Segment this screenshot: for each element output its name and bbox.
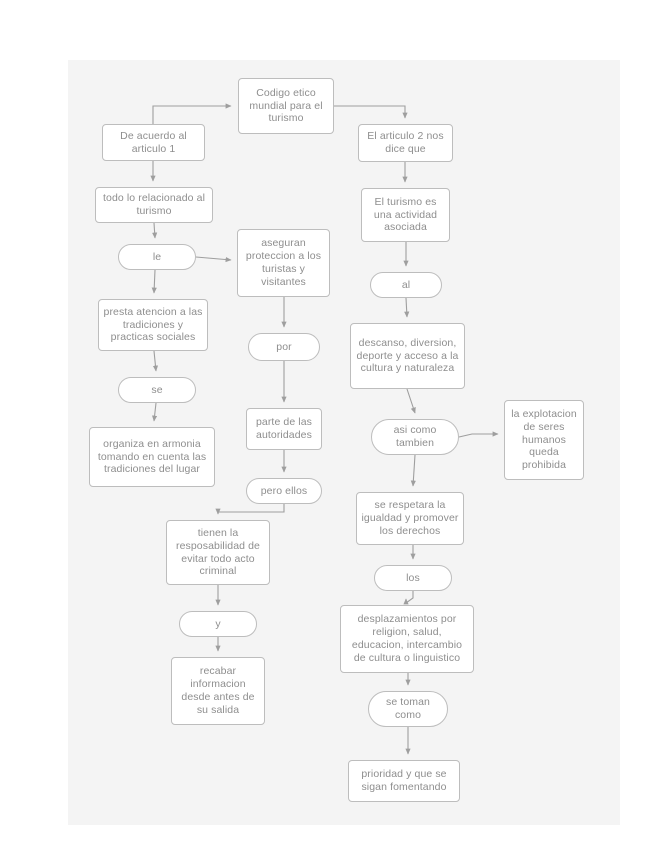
connector-le-to-presta [151, 269, 157, 294]
node-label: se toman como [386, 696, 430, 721]
connector-le-to-aseguran [195, 256, 232, 263]
node-n21[interactable]: y [179, 611, 257, 637]
connector-todo-to-le [152, 222, 158, 239]
node-label: descanso, diversion, deporte y acceso a … [356, 336, 459, 375]
node-n22[interactable]: desplazamientos por religion, salud, edu… [340, 605, 474, 673]
node-n23[interactable]: recabar informacion desde antes de su sa… [171, 657, 265, 725]
node-label: asi como tambien [393, 424, 437, 449]
node-label: pero ellos [260, 484, 308, 497]
node-label: recabar informacion desde antes de su sa… [181, 665, 255, 716]
node-n16[interactable]: organiza en armonia tomando en cuenta la… [89, 427, 215, 487]
node-label: la explotacion de seres humanos queda pr… [511, 408, 577, 472]
node-label: organiza en armonia tomando en cuenta la… [97, 437, 207, 476]
node-label: al [401, 278, 411, 291]
node-n11[interactable]: descanso, diversion, deporte y acceso a … [350, 323, 465, 389]
node-label: El turismo es una actividad asociada [373, 195, 438, 234]
connector-se-to-organiza [152, 402, 158, 422]
node-n7[interactable]: aseguran proteccion a los turistas y vis… [237, 229, 330, 297]
connector-los-to-desplazamientos [403, 591, 414, 605]
diagram-canvas: De acuerdo al articulo 1 Codigo etico mun… [68, 60, 620, 825]
node-label: los [406, 571, 420, 584]
node-n14[interactable]: asi como tambien [371, 419, 459, 455]
node-label: De acuerdo al articulo 1 [120, 129, 187, 155]
node-n9[interactable]: presta atencion a las tradiciones y prac… [98, 299, 208, 351]
connector-descanso-to-asicomo [406, 388, 416, 414]
node-label: tienen la resposabilidad de evitar todo … [175, 526, 260, 578]
connector-codigo-to-articulo2 [334, 105, 408, 119]
connector-al-to-descanso [404, 297, 410, 318]
node-n20[interactable]: los [374, 565, 452, 591]
connector-acuerdo-to-codigo [152, 103, 232, 124]
node-n15[interactable]: la explotacion de seres humanos queda pr… [504, 400, 584, 480]
node-n12[interactable]: se [118, 377, 196, 403]
node-n13[interactable]: parte de las autoridades [246, 408, 322, 450]
node-n24[interactable]: se toman como [368, 691, 448, 727]
node-n6[interactable]: le [118, 244, 196, 270]
node-label: todo lo relacionado al turismo [102, 192, 206, 217]
connector-peroellos-to-tienen [215, 504, 285, 515]
node-n8[interactable]: al [370, 272, 442, 298]
node-label: prioridad y que se sigan fomentando [361, 768, 447, 793]
node-n4[interactable]: todo lo relacionado al turismo [95, 187, 213, 223]
node-label: le [152, 250, 162, 263]
node-label: parte de las autoridades [255, 416, 313, 441]
connector-asicomo-to-respetara [410, 454, 416, 487]
node-n1[interactable]: De acuerdo al articulo 1 [102, 124, 205, 161]
node-label: presta atencion a las tradiciones y prac… [103, 305, 203, 344]
node-label: El articulo 2 nos dice que [367, 130, 444, 155]
node-label: se respetara la igualdad y promover los … [361, 499, 459, 537]
node-n17[interactable]: pero ellos [246, 478, 322, 504]
node-n5[interactable]: El turismo es una actividad asociada [361, 188, 450, 242]
node-label: Codigo etico mundial para el turismo [249, 86, 323, 125]
node-label: aseguran proteccion a los turistas y vis… [245, 237, 322, 288]
node-label: y [215, 617, 221, 630]
node-label: por [276, 340, 292, 353]
node-n2[interactable]: Codigo etico mundial para el turismo [238, 78, 334, 134]
node-label: desplazamientos por religion, salud, edu… [351, 613, 463, 664]
node-n25[interactable]: prioridad y que se sigan fomentando [348, 760, 460, 802]
node-n3[interactable]: El articulo 2 nos dice que [358, 124, 453, 162]
node-n18[interactable]: se respetara la igualdad y promover los … [356, 492, 464, 545]
node-label: se [151, 383, 163, 396]
node-n19[interactable]: tienen la resposabilidad de evitar todo … [166, 520, 270, 585]
node-n10[interactable]: por [248, 333, 320, 361]
connector-asicomo-to-explotacion [458, 431, 499, 438]
connector-presta-to-se [152, 350, 159, 372]
